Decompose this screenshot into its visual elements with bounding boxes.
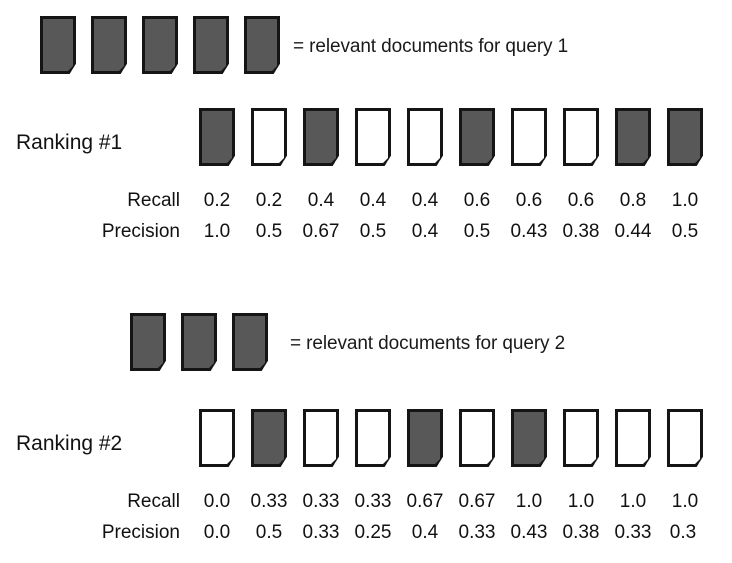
recall1-value-6: 0.6 xyxy=(463,190,491,211)
precision1-value-8: 0.38 xyxy=(562,221,600,242)
ranking2-document-4 xyxy=(355,409,391,467)
recall1-value-5: 0.4 xyxy=(411,190,439,211)
ranking2-document-1 xyxy=(199,409,235,467)
precision2-value-7: 0.43 xyxy=(510,522,548,543)
ranking1-document-6 xyxy=(459,108,495,166)
ranking2-document-6 xyxy=(459,409,495,467)
recall1-value-10: 1.0 xyxy=(671,190,699,211)
recall1-value-4: 0.4 xyxy=(359,190,387,211)
document-icon xyxy=(142,16,178,74)
recall1-value-3: 0.4 xyxy=(307,190,335,211)
precision1-value-9: 0.44 xyxy=(614,221,652,242)
recall1-value-9: 0.8 xyxy=(619,190,647,211)
precision1-value-4: 0.5 xyxy=(359,221,387,242)
ranking-row-1 xyxy=(199,108,719,168)
recall2-value-5: 0.67 xyxy=(406,491,444,512)
ranking-label-2: Ranking #2 xyxy=(16,432,123,455)
ranking-row-2 xyxy=(199,409,719,469)
precision2-value-2: 0.5 xyxy=(255,522,283,543)
precision2-value-10: 0.3 xyxy=(669,522,697,543)
precision1-value-1: 1.0 xyxy=(203,221,231,242)
legend-caption-query1: = relevant documents for query 1 xyxy=(293,36,569,57)
legend-documents-query1 xyxy=(40,16,285,76)
recall2-value-9: 1.0 xyxy=(619,491,647,512)
precision2-value-6: 0.33 xyxy=(458,522,496,543)
precision1-value-3: 0.67 xyxy=(302,221,340,242)
ranking2-document-7 xyxy=(511,409,547,467)
recall2-value-3: 0.33 xyxy=(302,491,340,512)
recall2-value-1: 0.0 xyxy=(203,491,231,512)
ranking1-document-10 xyxy=(667,108,703,166)
metric-values-precision-1: 1.0 0.5 0.67 0.5 0.4 0.5 0.43 0.38 0.44 … xyxy=(199,221,719,247)
document-icon xyxy=(40,16,76,74)
legend-documents-query2 xyxy=(130,313,275,373)
recall2-value-4: 0.33 xyxy=(354,491,392,512)
document-icon xyxy=(193,16,229,74)
document-icon xyxy=(91,16,127,74)
ranking2-document-10 xyxy=(667,409,703,467)
ranking2-document-3 xyxy=(303,409,339,467)
ranking1-document-8 xyxy=(563,108,599,166)
metric-values-recall-1: 0.2 0.2 0.4 0.4 0.4 0.6 0.6 0.6 0.8 1.0 xyxy=(199,190,719,216)
precision1-value-5: 0.4 xyxy=(411,221,439,242)
ranking2-document-9 xyxy=(615,409,651,467)
precision1-value-7: 0.43 xyxy=(510,221,548,242)
recall2-value-7: 1.0 xyxy=(515,491,543,512)
recall2-value-10: 1.0 xyxy=(671,491,699,512)
precision2-value-5: 0.4 xyxy=(411,522,439,543)
ranking-label-1: Ranking #1 xyxy=(16,131,123,154)
precision2-value-3: 0.33 xyxy=(302,522,340,543)
ranking1-document-5 xyxy=(407,108,443,166)
metric-values-recall-2: 0.0 0.33 0.33 0.33 0.67 0.67 1.0 1.0 1.0… xyxy=(199,491,719,517)
precision2-value-4: 0.25 xyxy=(354,522,392,543)
precision2-value-1: 0.0 xyxy=(203,522,231,543)
metric-label-recall-1: Recall xyxy=(127,190,180,211)
metric-label-precision-1: Precision xyxy=(101,221,180,242)
recall1-value-7: 0.6 xyxy=(515,190,543,211)
precision2-value-8: 0.38 xyxy=(562,522,600,543)
document-icon xyxy=(130,313,166,371)
precision2-value-9: 0.33 xyxy=(614,522,652,543)
recall2-value-2: 0.33 xyxy=(250,491,288,512)
document-icon xyxy=(244,16,280,74)
recall1-value-8: 0.6 xyxy=(567,190,595,211)
precision1-value-10: 0.5 xyxy=(671,221,699,242)
precision1-value-6: 0.5 xyxy=(463,221,491,242)
precision1-value-2: 0.5 xyxy=(255,221,283,242)
ranking1-document-3 xyxy=(303,108,339,166)
recall2-value-6: 0.67 xyxy=(458,491,496,512)
recall1-value-1: 0.2 xyxy=(203,190,231,211)
ranking1-document-7 xyxy=(511,108,547,166)
document-icon xyxy=(232,313,268,371)
ranking2-document-5 xyxy=(407,409,443,467)
ranking1-document-4 xyxy=(355,108,391,166)
ranking2-document-2 xyxy=(251,409,287,467)
ranking1-document-1 xyxy=(199,108,235,166)
ranking1-document-2 xyxy=(251,108,287,166)
recall1-value-2: 0.2 xyxy=(255,190,283,211)
document-icon xyxy=(181,313,217,371)
ranking1-document-9 xyxy=(615,108,651,166)
metric-values-precision-2: 0.0 0.5 0.33 0.25 0.4 0.33 0.43 0.38 0.3… xyxy=(199,522,719,548)
ranking2-document-8 xyxy=(563,409,599,467)
metric-label-precision-2: Precision xyxy=(101,522,180,543)
metric-label-recall-2: Recall xyxy=(127,491,180,512)
legend-caption-query2: = relevant documents for query 2 xyxy=(290,333,566,354)
recall2-value-8: 1.0 xyxy=(567,491,595,512)
